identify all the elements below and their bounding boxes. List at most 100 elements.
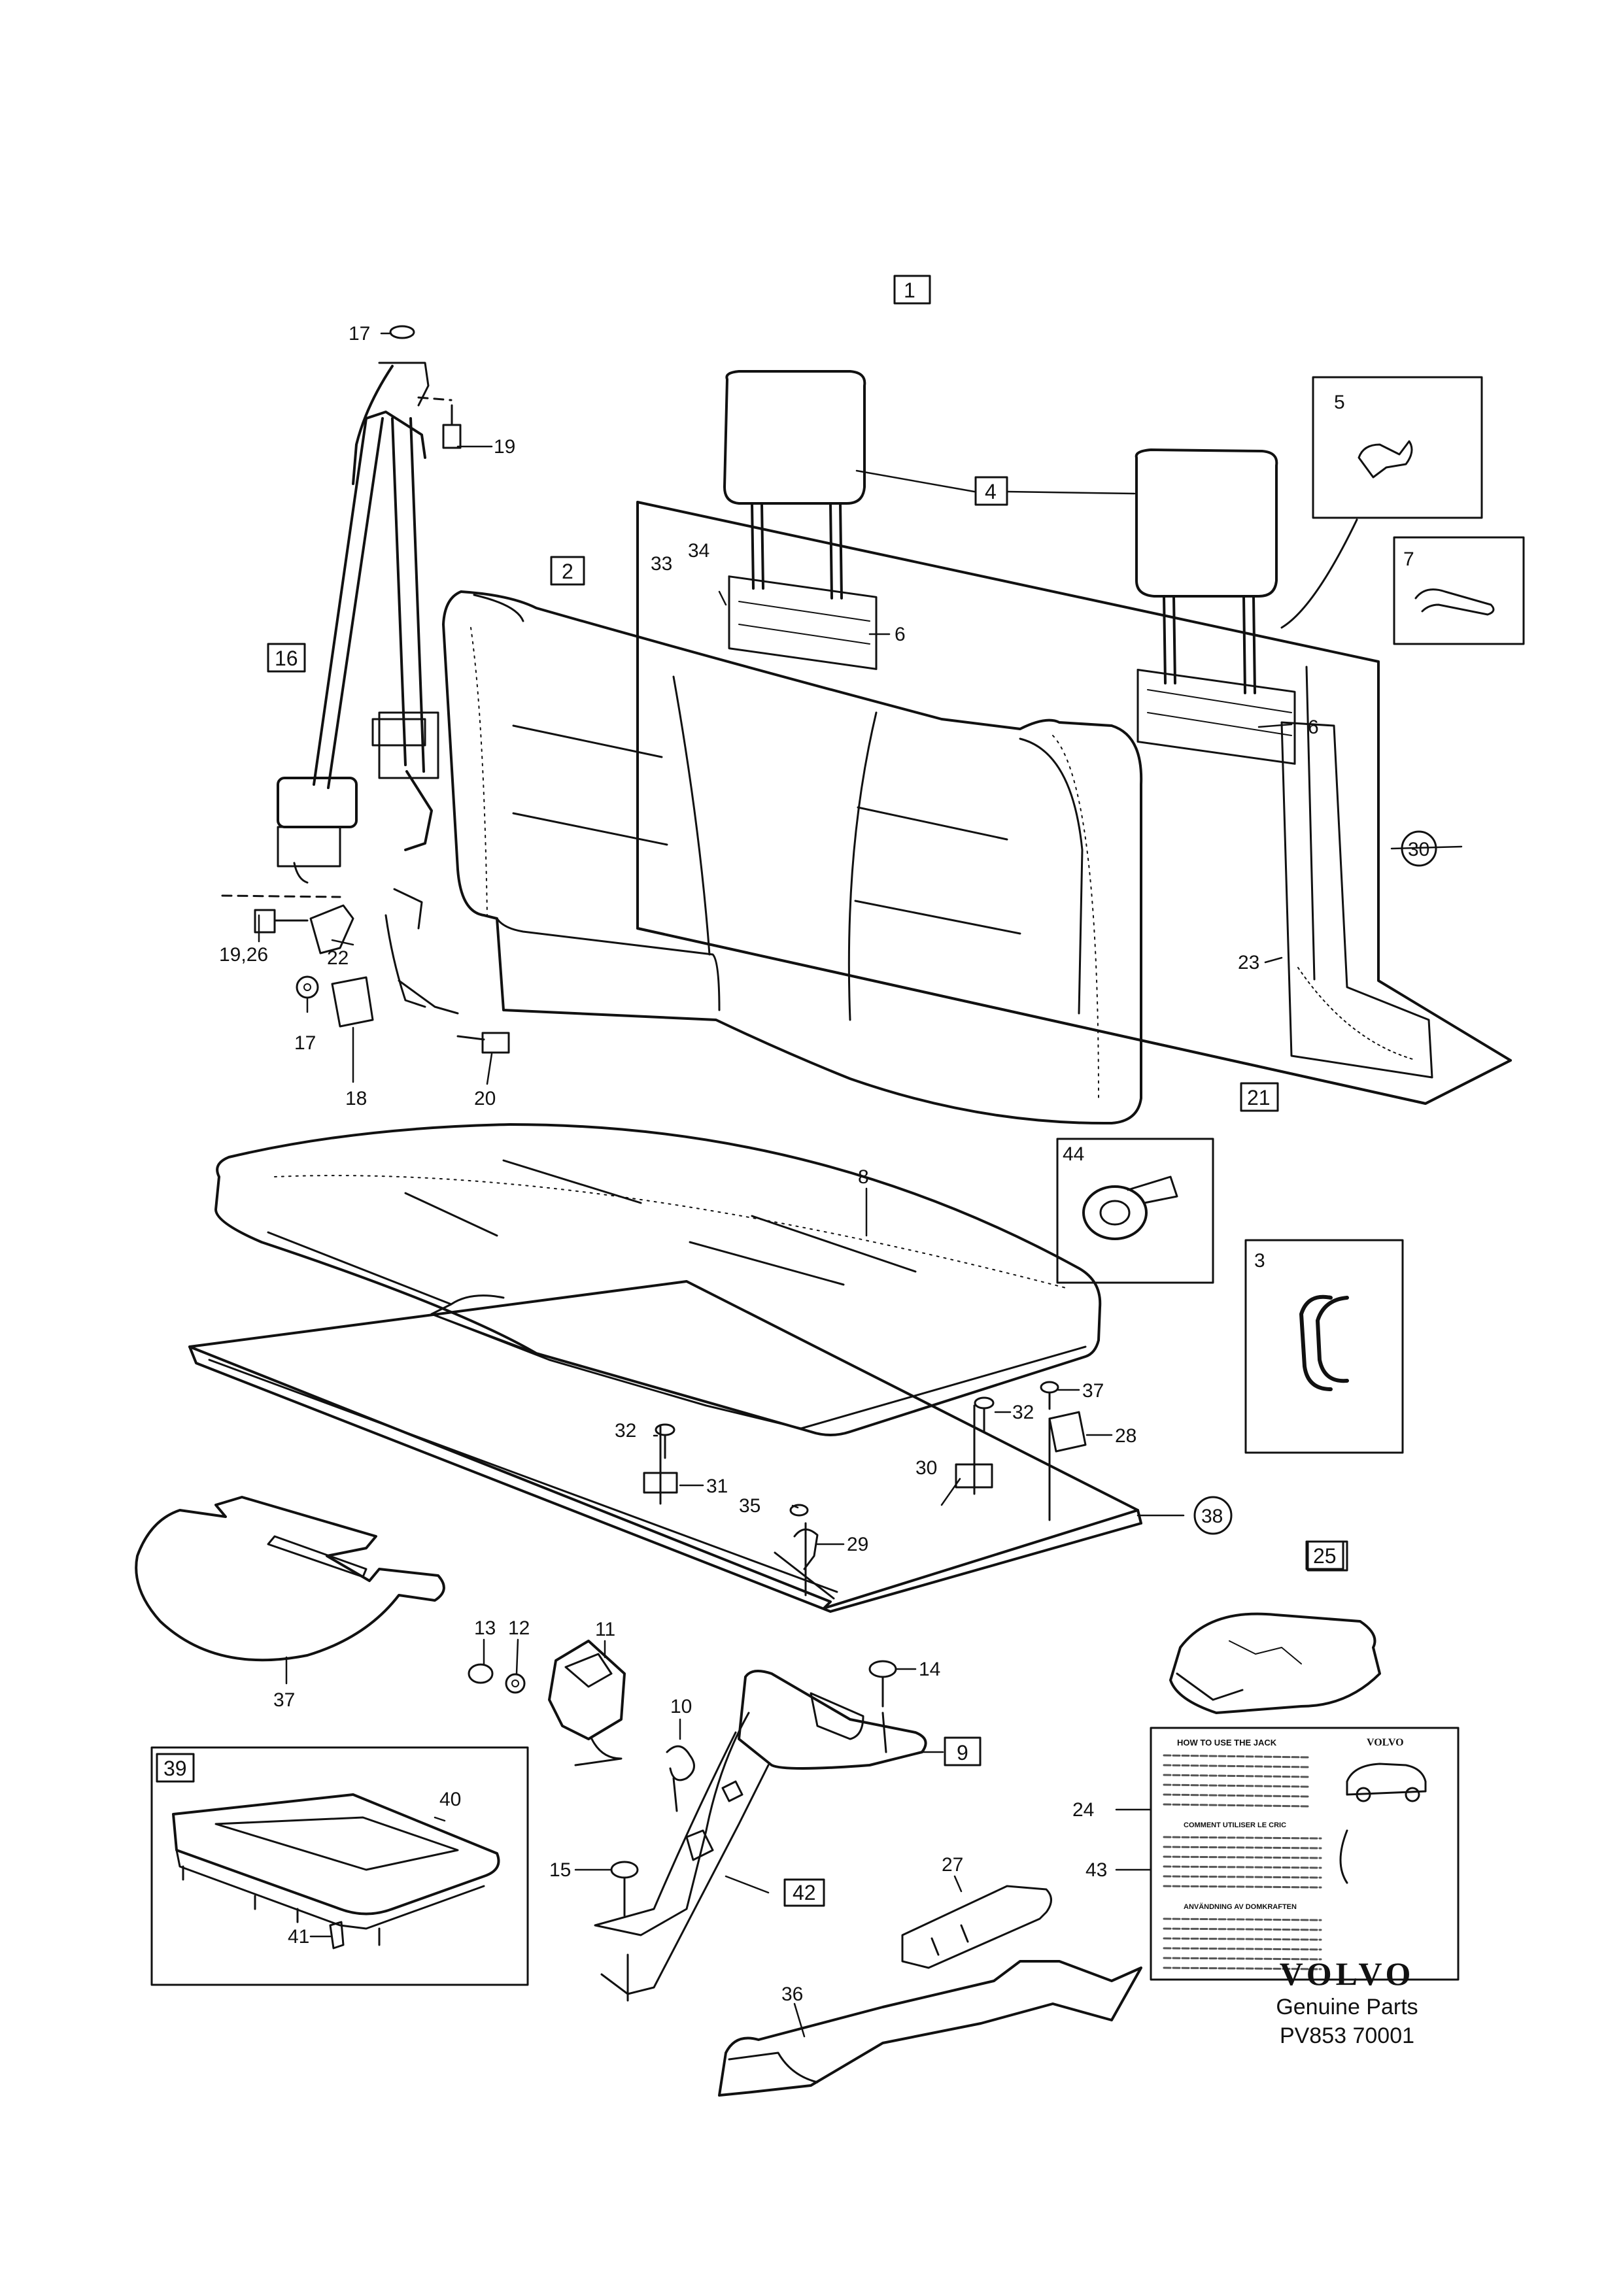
seat-cushion: [214, 1123, 1102, 1436]
callout-19-26: 19,26: [219, 944, 268, 966]
parts-bag-25: [1169, 1540, 1381, 1714]
callout-22: 22: [327, 947, 349, 969]
callout-39: 39: [163, 1757, 187, 1780]
buckle-bracket-9: [594, 1670, 927, 1995]
label-brand: VOLVO: [1367, 1737, 1404, 1748]
inset-box-3: [1244, 1239, 1404, 1454]
nut-13: [468, 1663, 494, 1684]
callout-5: 5: [1334, 392, 1345, 413]
cover-36: [718, 1960, 1142, 2097]
backrest-cushion: [442, 590, 1143, 1125]
callout-19-top: 19: [494, 436, 515, 458]
callout-13: 13: [474, 1617, 496, 1639]
callout-34: 34: [688, 540, 709, 562]
label-section-sv: ANVÄNDNING AV DOMKRAFTEN: [1184, 1902, 1297, 1911]
callout-25: 25: [1313, 1544, 1337, 1568]
inset-box-39: [150, 1746, 529, 1986]
genuine-parts-text: Genuine Parts: [1276, 1995, 1418, 2019]
insulation-pad: [1280, 721, 1433, 1079]
callout-17-top: 17: [349, 323, 370, 345]
callout-21: 21: [1247, 1086, 1271, 1109]
callout-38-circle: 38: [1201, 1506, 1223, 1527]
callout-41: 41: [288, 1926, 309, 1948]
load-floor-panel: [135, 1496, 445, 1662]
callout-27: 27: [942, 1854, 963, 1876]
callout-6-left: 6: [895, 624, 906, 645]
bolt-19-26: [221, 894, 341, 934]
volvo-logo: VOLVO: [1279, 1955, 1415, 1992]
callout-33: 33: [651, 553, 672, 575]
genuine-parts-footer: VOLVO Genuine Parts PV853 70001: [1229, 1955, 1465, 2050]
callout-15: 15: [549, 1859, 571, 1881]
callout-20: 20: [474, 1088, 496, 1109]
bracket-18: [331, 976, 374, 1028]
callout-16: 16: [275, 647, 298, 670]
callout-44: 44: [1063, 1143, 1084, 1165]
screw-32-right: [974, 1396, 995, 1433]
callout-12: 12: [508, 1617, 530, 1639]
washer-17-top: [389, 325, 415, 339]
label-heading: HOW TO USE THE JACK: [1177, 1738, 1277, 1747]
callout-31: 31: [706, 1476, 728, 1497]
callout-2: 2: [562, 560, 573, 583]
spring-10: [666, 1745, 695, 1812]
assembly-box-1: [893, 275, 931, 305]
callout-3: 3: [1254, 1250, 1265, 1272]
callout-35: 35: [739, 1495, 760, 1517]
headrest-guide-right: [1136, 669, 1296, 765]
backrest-panel: [636, 501, 1512, 1105]
latch-29: [793, 1522, 819, 1596]
part-number-text: PV853 70001: [1279, 2023, 1415, 2048]
screw-32-left: [655, 1423, 675, 1459]
assembly-callout: 1: [904, 279, 915, 302]
cover-22: [309, 904, 354, 954]
callout-29: 29: [847, 1534, 868, 1555]
callout-23: 23: [1238, 952, 1259, 973]
inset-box-7: [1393, 536, 1525, 645]
callout-11: 11: [595, 1619, 615, 1640]
callout-30-circle: 30: [1408, 839, 1429, 860]
callout-6-right: 6: [1308, 717, 1319, 738]
bracket-28: [1048, 1411, 1087, 1521]
callout-32-right: 32: [1012, 1402, 1034, 1423]
inset-box-44: [1056, 1138, 1214, 1284]
hinge-bracket-30: [955, 1404, 993, 1495]
bolt-20: [456, 1032, 510, 1054]
callout-32-left: 32: [615, 1420, 636, 1442]
callout-9: 9: [957, 1741, 968, 1764]
headrest-guide-left: [728, 575, 878, 670]
callout-28: 28: [1115, 1425, 1136, 1447]
callout-circles: [1193, 830, 1437, 1535]
washer-17-bottom: [296, 975, 319, 999]
callout-18: 18: [345, 1088, 367, 1109]
headrest-left: [723, 370, 866, 599]
seat-base-plate: [188, 1280, 1142, 1613]
callout-24: 24: [1072, 1799, 1094, 1821]
buckle-11: [548, 1640, 626, 1766]
callout-17-bottom: 17: [294, 1032, 316, 1054]
jack-instruction-label: [1150, 1727, 1460, 1981]
callout-7: 7: [1403, 549, 1414, 570]
callout-8: 8: [858, 1166, 869, 1188]
callout-10: 10: [670, 1696, 692, 1717]
callout-40: 40: [439, 1789, 461, 1810]
leader-lines: [258, 332, 1463, 2038]
callout-43: 43: [1085, 1859, 1107, 1881]
label-section-fr: COMMENT UTILISER LE CRIC: [1184, 1821, 1286, 1829]
screw-37: [1040, 1381, 1059, 1410]
callout-boxes: [156, 476, 1344, 1907]
washer-12: [505, 1673, 526, 1694]
callout-4: 4: [985, 480, 997, 503]
hinge-bracket-31: [643, 1424, 678, 1505]
bolt-14: [868, 1660, 897, 1708]
headrest-right: [1135, 448, 1278, 694]
callout-30: 30: [915, 1457, 937, 1479]
callout-37-bottom: 37: [273, 1689, 295, 1711]
callout-36: 36: [781, 1984, 803, 2005]
inset-box-5: [1280, 376, 1483, 629]
callout-14: 14: [919, 1659, 940, 1680]
bracket-27: [901, 1885, 1052, 1969]
callout-42: 42: [793, 1881, 816, 1904]
seat-belt-assembly: [277, 362, 459, 1015]
